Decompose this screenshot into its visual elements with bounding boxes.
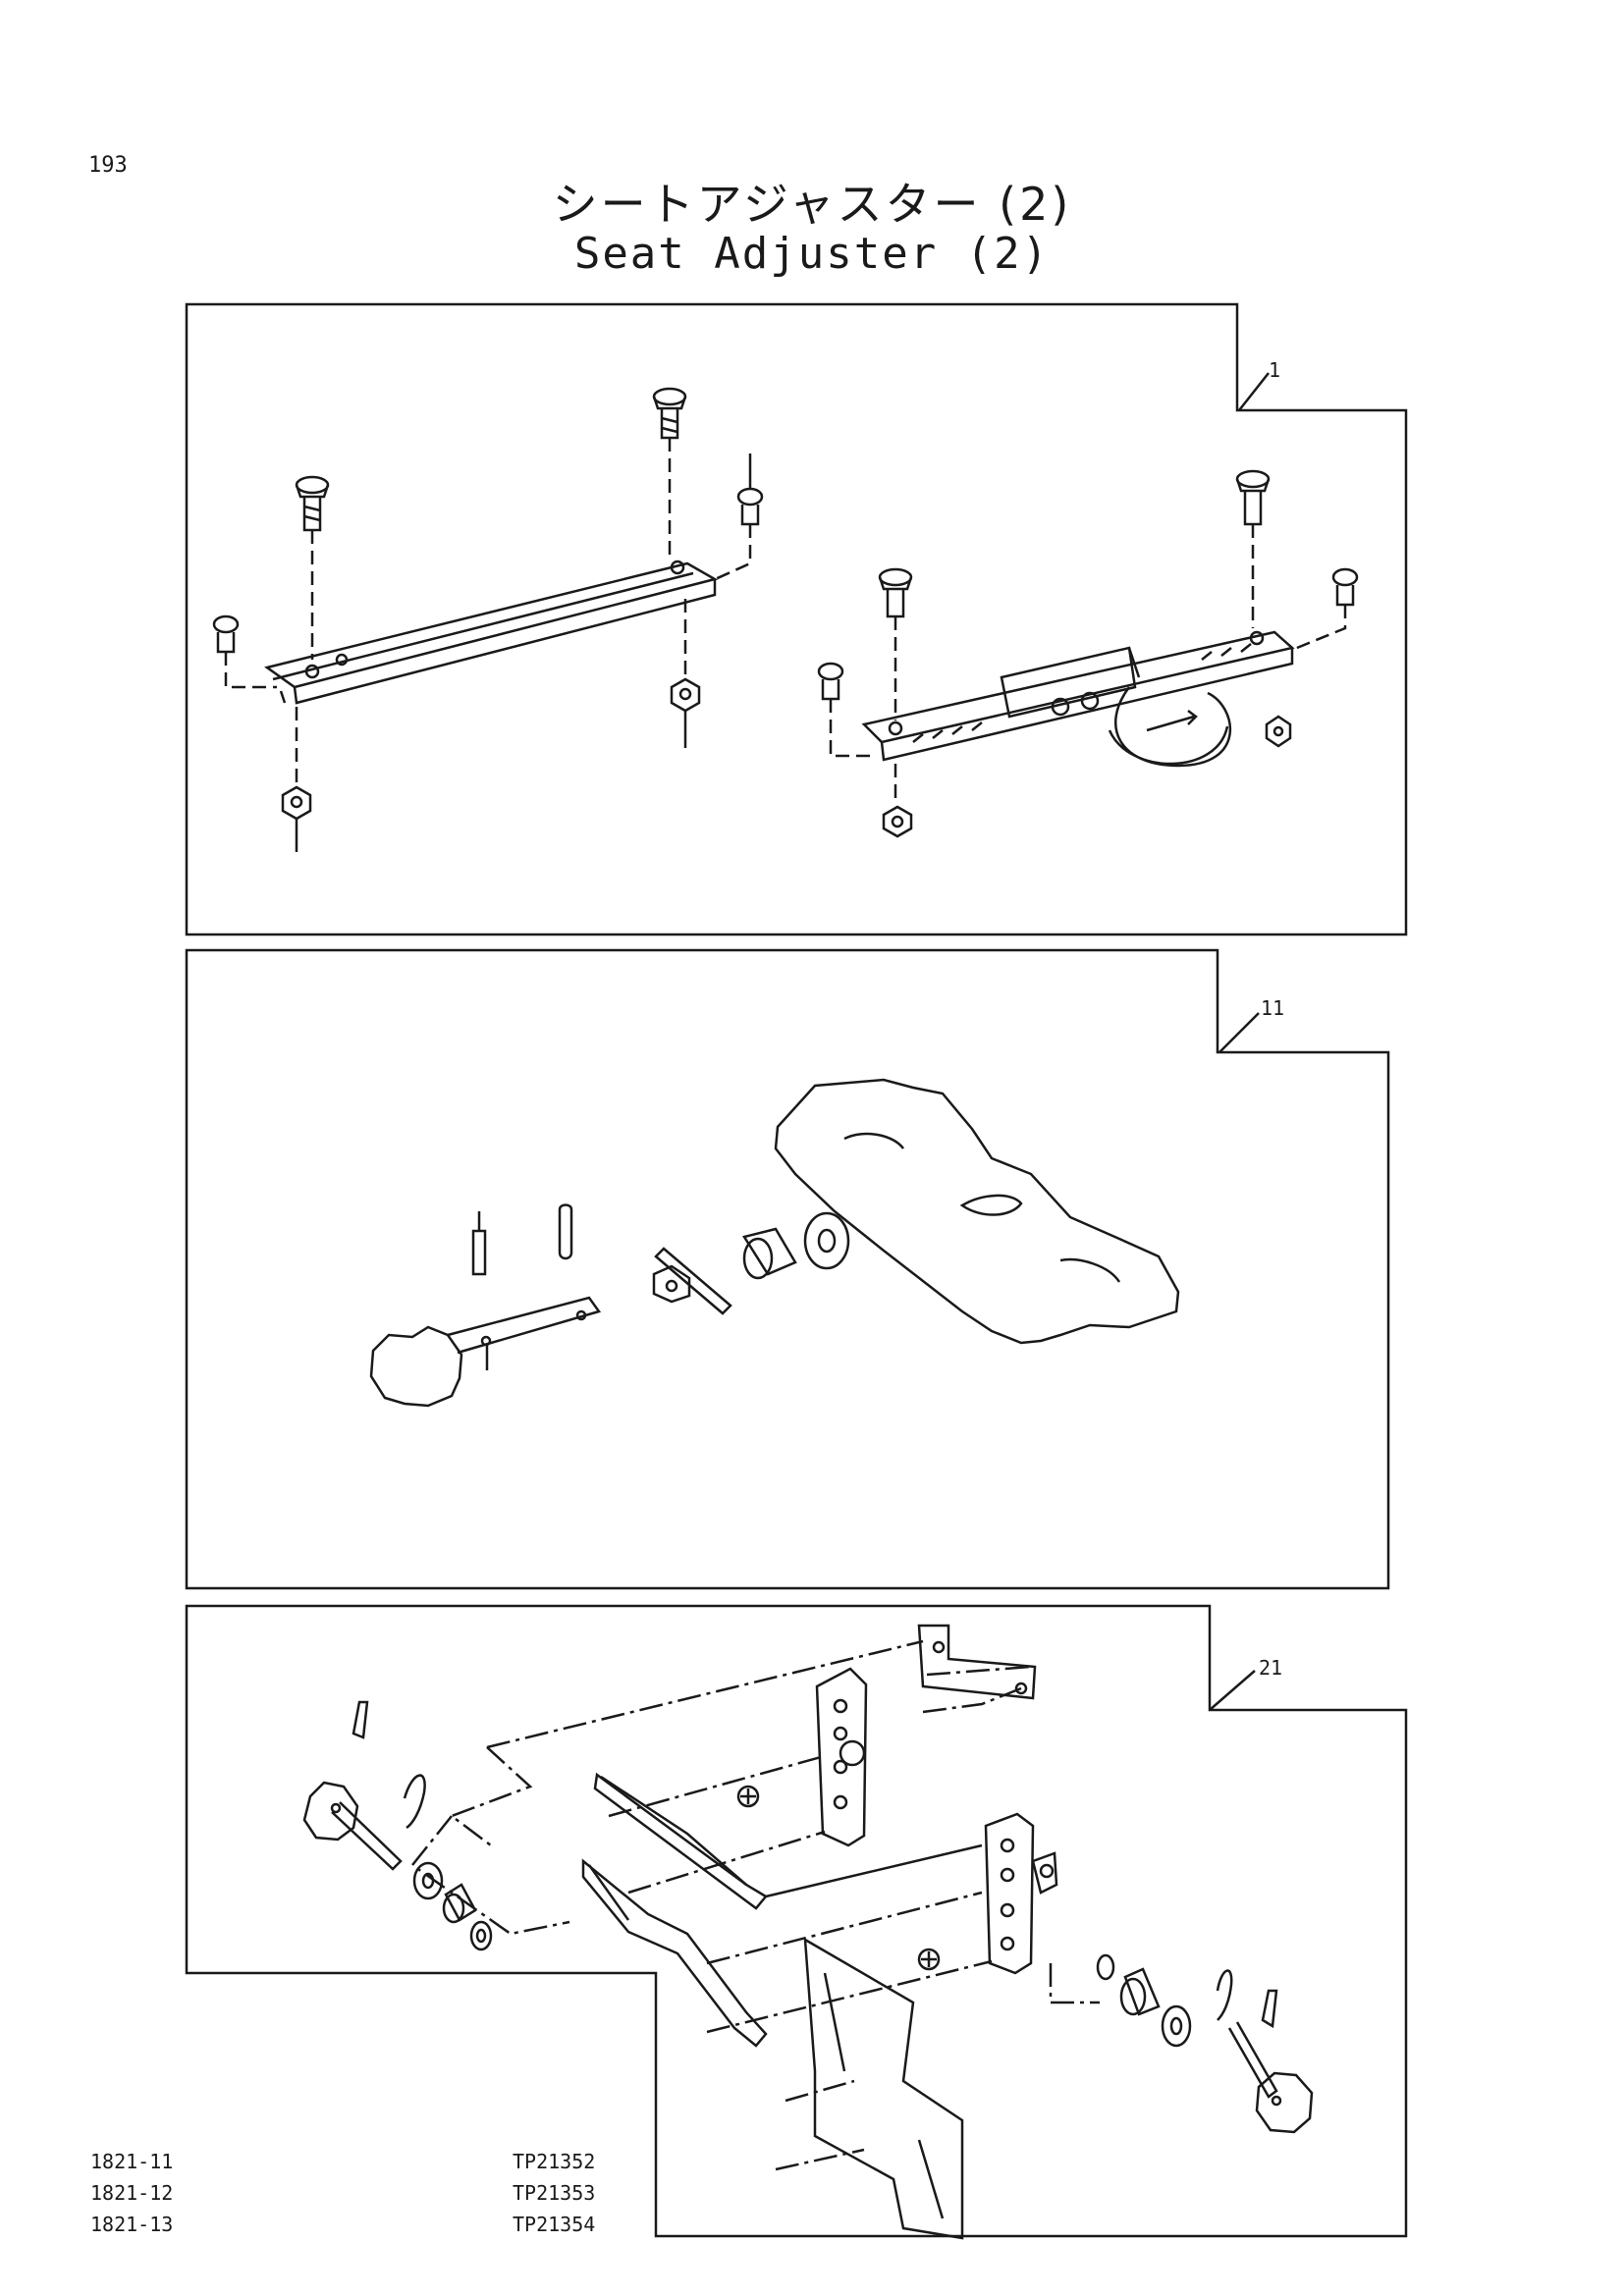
panel-2-ref-number: 11 <box>1261 996 1284 1020</box>
knob-icon <box>1227 2021 1314 2134</box>
pin-icon <box>1216 1969 1233 2021</box>
bolt-icon <box>295 475 330 660</box>
bolt-icon <box>917 1948 941 1971</box>
page-title-english: Seat Adjuster (2) <box>573 229 1051 279</box>
washer-icon <box>1161 2004 1192 2048</box>
bolt-icon <box>710 454 764 583</box>
panel-3-frame <box>185 1604 1408 2238</box>
nut-icon <box>882 764 913 838</box>
washer-icon <box>469 1920 493 1951</box>
panel-seat-frame-assembly: 21 <box>185 1604 1408 2240</box>
panel-1-ref-number: 1 <box>1269 358 1280 382</box>
bolt-icon <box>878 567 913 721</box>
seat-frame-rail-upper <box>593 1772 983 1910</box>
bushing-icon <box>742 1227 797 1280</box>
bushing-icon <box>442 1883 477 1924</box>
left-seat-rail <box>264 560 719 705</box>
bolt-icon <box>817 662 876 758</box>
knob-icon <box>369 1296 602 1408</box>
pin-icon <box>1261 1989 1278 2029</box>
pin-icon <box>471 1211 487 1276</box>
side-plate <box>803 1937 964 2240</box>
pin-icon <box>352 1700 369 1739</box>
drawing-code: TP21353 <box>513 2181 596 2205</box>
washer-icon <box>412 1861 444 1900</box>
seat-frame-rail-lower <box>581 1858 768 2048</box>
washer-icon <box>1096 1953 1115 1981</box>
drawing-code: TP21354 <box>513 2213 596 2236</box>
nut-icon <box>1265 715 1292 748</box>
panel-handle-assembly: 11 <box>185 948 1390 1590</box>
page-title-japanese: シートアジャスター (2) <box>552 178 1072 231</box>
part-code: 1821-12 <box>90 2181 174 2205</box>
bracket-vertical-right <box>984 1812 1058 1975</box>
assembly-guide-lines <box>410 1639 1100 2171</box>
part-code: 1821-11 <box>90 2150 174 2173</box>
panel-1-frame <box>185 302 1408 936</box>
pin-icon <box>403 1774 426 1830</box>
washer-icon <box>803 1211 850 1270</box>
part-code: 1821-13 <box>90 2213 174 2236</box>
bracket-vertical-left <box>815 1667 868 1847</box>
panel-3-ref-number: 21 <box>1259 1656 1282 1680</box>
page-number: 193 <box>88 153 128 178</box>
nut-icon <box>670 599 701 748</box>
nut-icon <box>281 707 312 852</box>
bolt-icon <box>1291 567 1359 652</box>
pin-icon <box>558 1203 573 1260</box>
bracket-top <box>917 1624 1037 1700</box>
bolt-icon <box>652 387 687 560</box>
knob-icon <box>302 1781 403 1871</box>
drawing-code: TP21352 <box>513 2150 596 2173</box>
lever-arm <box>652 1247 732 1315</box>
seat-cover-plate <box>774 1078 1180 1345</box>
panel-2-frame <box>185 948 1390 1590</box>
bolt-icon <box>212 614 277 689</box>
bolt-icon <box>1235 469 1271 628</box>
bushing-icon <box>1119 1967 1161 2016</box>
right-seat-rail-with-lever <box>861 630 1295 768</box>
bolt-icon <box>736 1785 760 1808</box>
panel-seat-rail-assembly: 1 <box>185 302 1408 936</box>
